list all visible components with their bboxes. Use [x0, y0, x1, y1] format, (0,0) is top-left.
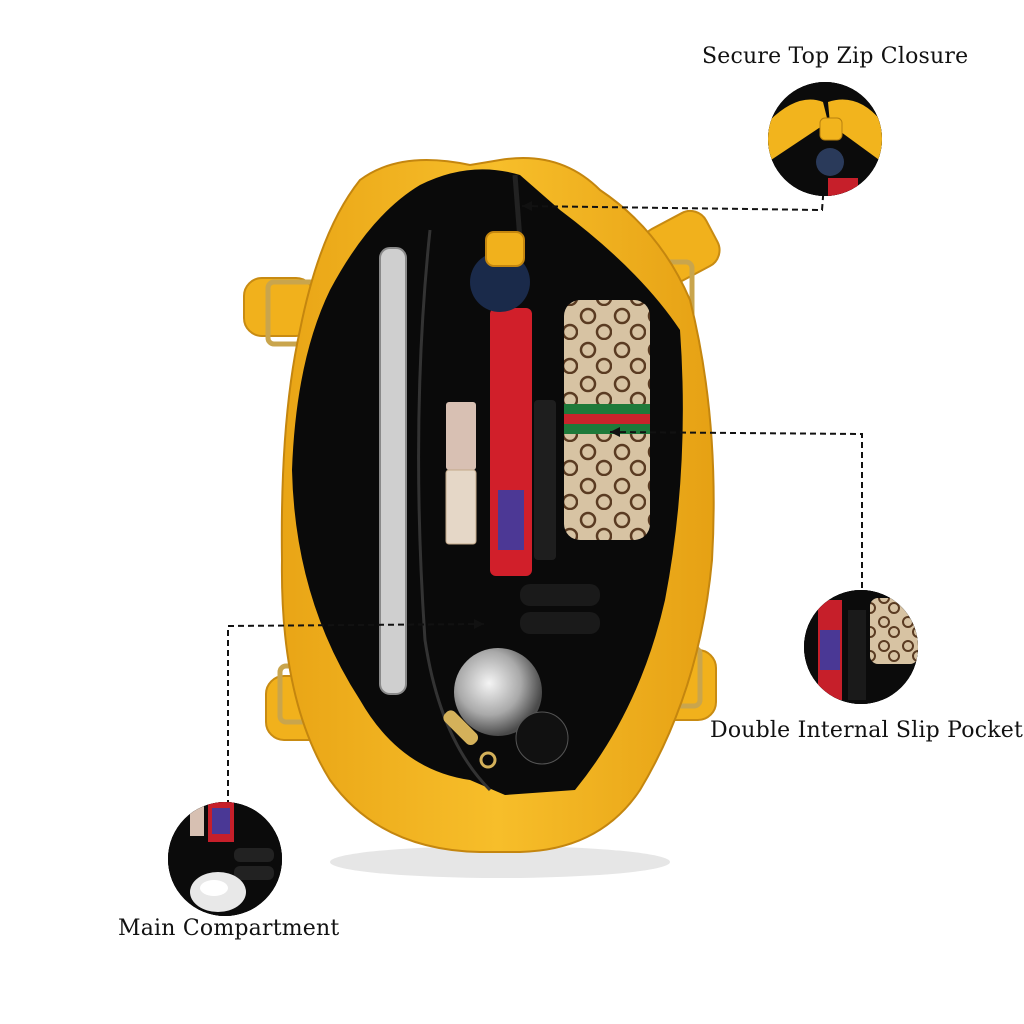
slip-pocket-detail-icon — [804, 590, 918, 704]
leader-lines — [227, 183, 863, 806]
lip-gloss — [446, 402, 476, 470]
main-compartment-label: Main Compartment — [118, 916, 340, 941]
ground-shadow — [330, 846, 670, 878]
eyeliner — [534, 400, 556, 560]
zip-closure-detail-icon — [768, 82, 882, 196]
zip-pull — [485, 231, 525, 267]
slip-pocket-label: Double Internal Slip Pocket — [710, 718, 1024, 743]
compact-mirror — [454, 648, 542, 736]
zip-closure-label: Secure Top Zip Closure — [702, 44, 969, 69]
main-compartment-detail-icon — [168, 802, 282, 916]
tablet — [379, 247, 407, 695]
inner-zipper — [417, 229, 492, 792]
zip-puller-bottom — [443, 710, 479, 746]
leader-arrows — [474, 201, 620, 629]
